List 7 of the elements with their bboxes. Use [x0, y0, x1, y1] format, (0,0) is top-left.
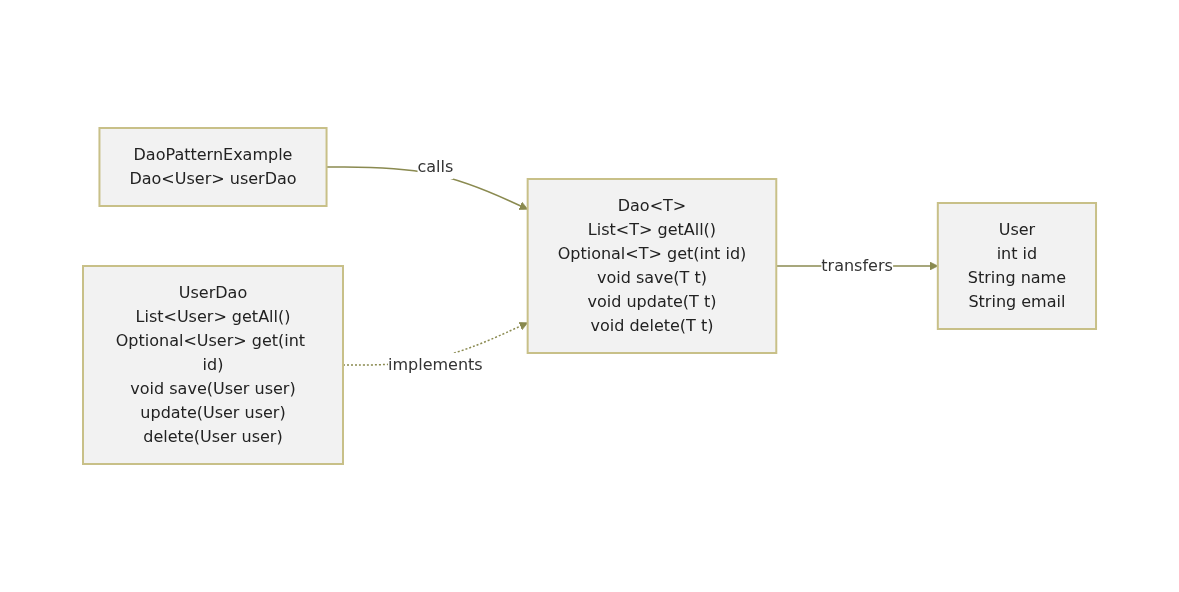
edge-label: calls	[417, 157, 454, 176]
edge-label: transfers	[821, 256, 893, 275]
node-box: DaoPatternExample Dao<User> userDao	[98, 127, 328, 207]
edge-label: implements	[387, 355, 483, 374]
node-box: User int id String name String email	[936, 202, 1097, 330]
node-box: UserDao List<User> getAll() Optional<User> get(int id) void save(User user) update(User user) delete(User user)	[82, 265, 344, 465]
node-box: Dao<T> List<T> getAll() Optional<T> get(int id) void save(T t) void update(T t) void delete(T t)	[526, 178, 778, 354]
